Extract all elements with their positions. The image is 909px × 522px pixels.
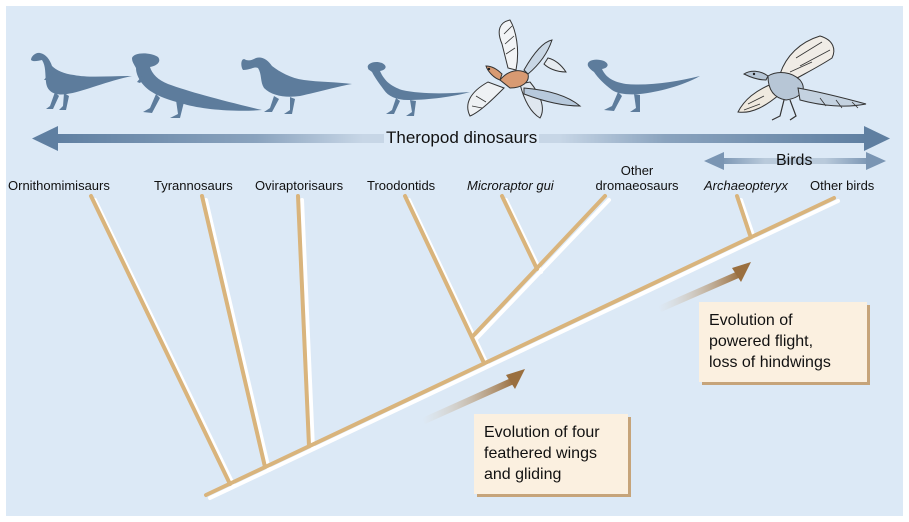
troodontid-silhouette-icon xyxy=(368,62,470,116)
taxon-label-archaeopteryx: Archaeopteryx xyxy=(704,178,788,193)
ornithomimisaurs-branch xyxy=(91,196,230,484)
taxon-label-ornithomimisaurs: Ornithomimisaurs xyxy=(8,178,110,193)
taxon-label-troodontids: Troodontids xyxy=(367,178,435,193)
tyrannosaurs-branch xyxy=(202,196,265,467)
microraptor-gui-branch xyxy=(502,196,537,269)
microraptor-gui-illustration-icon xyxy=(468,20,580,118)
oviraptorisaur-silhouette-icon xyxy=(241,57,352,114)
dromaeosaur-silhouette-icon xyxy=(588,60,700,112)
ornithomimisaur-silhouette-icon xyxy=(31,53,132,110)
taxon-label-other-birds: Other birds xyxy=(810,178,874,193)
theropod-dinosaurs-label: Theropod dinosaurs xyxy=(384,128,539,148)
callout-powered-flight: Evolution of powered flight, loss of hin… xyxy=(699,302,867,382)
archaeopteryx-illustration-icon xyxy=(738,36,866,120)
taxon-label-other-dromaeosaurs: Other dromaeosaurs xyxy=(589,163,685,193)
taxon-label-oviraptorisaurs: Oviraptorisaurs xyxy=(255,178,343,193)
callout-four-feathered-wings: Evolution of four feathered wings and gl… xyxy=(474,414,628,494)
birds-label: Birds xyxy=(776,151,812,171)
taxon-label-tyrannosaurs: Tyrannosaurs xyxy=(154,178,233,193)
taxon-label-microraptor-gui: Microraptor gui xyxy=(467,178,554,193)
